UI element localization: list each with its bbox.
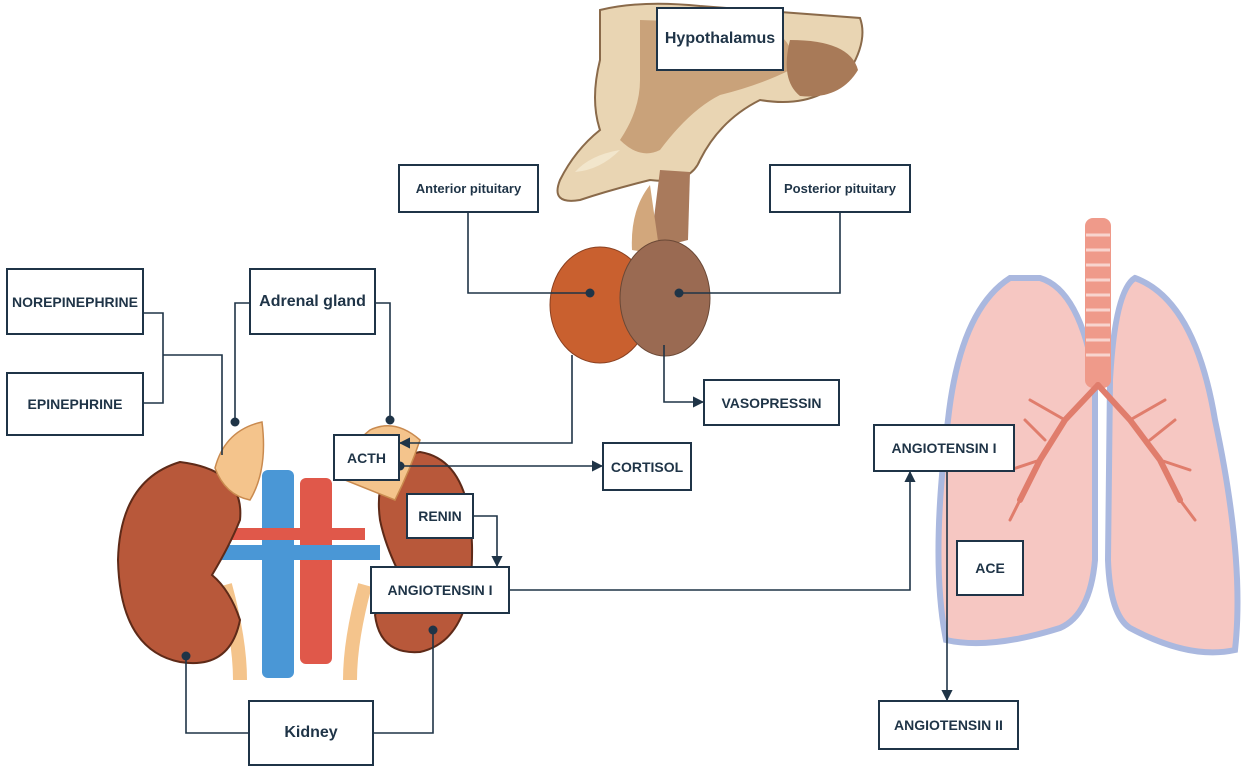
posterior-pituitary-label: Posterior pituitary bbox=[769, 164, 911, 213]
angiotensin-ii-label: ANGIOTENSIN II bbox=[878, 700, 1019, 750]
kidneys-illustration bbox=[118, 422, 472, 680]
angiotensin-i-kidney-label: ANGIOTENSIN I bbox=[370, 566, 510, 614]
cortisol-label: CORTISOL bbox=[602, 442, 692, 491]
renin-label: RENIN bbox=[406, 493, 474, 539]
acth-label: ACTH bbox=[333, 434, 400, 481]
ace-label: ACE bbox=[956, 540, 1024, 596]
epinephrine-label: EPINEPHRINE bbox=[6, 372, 144, 436]
hypothalamus-label: Hypothalamus bbox=[656, 7, 784, 71]
anterior-pituitary-label: Anterior pituitary bbox=[398, 164, 539, 213]
norepinephrine-label: NOREPINEPHRINE bbox=[6, 268, 144, 335]
angiotensin-i-lung-label: ANGIOTENSIN I bbox=[873, 424, 1015, 472]
vasopressin-label: VASOPRESSIN bbox=[703, 379, 840, 426]
kidney-label: Kidney bbox=[248, 700, 374, 766]
adrenal-gland-label: Adrenal gland bbox=[249, 268, 376, 335]
